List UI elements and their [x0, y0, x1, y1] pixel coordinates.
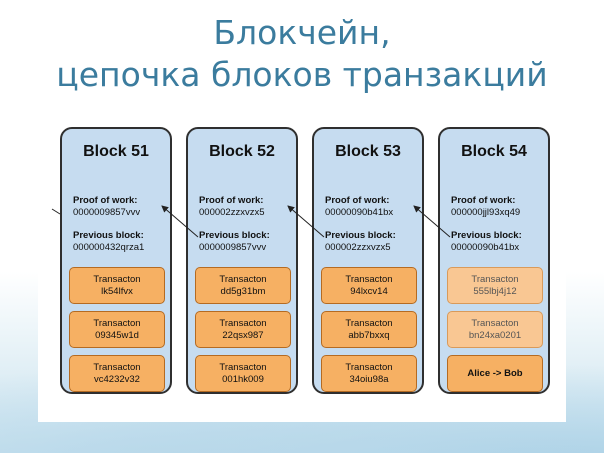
block-title: Block 52: [209, 143, 275, 160]
transaction-id: bn24xa0201: [468, 329, 522, 341]
transaction-label: Transacton: [345, 361, 393, 373]
transaction-box: Transacton 001hk009: [195, 355, 291, 392]
title-line-2: цепочка блоков транзакций: [56, 55, 548, 94]
transaction-label: Transacton: [471, 317, 519, 329]
previous-value: 0000009857vvv: [199, 242, 267, 253]
transaction-id: 22qsx987: [222, 329, 264, 341]
proof-label: Proof of work:: [325, 195, 390, 206]
proof-label: Proof of work:: [199, 195, 264, 206]
transaction-label: Transacton: [93, 361, 141, 373]
transaction-label: Transacton: [345, 317, 393, 329]
blockchain-diagram: Block 51 Proof of work: 0000009857vvv Pr…: [38, 111, 566, 422]
previous-label: Previous block:: [199, 230, 270, 241]
transaction-id: lk54lfvx: [101, 285, 133, 297]
transaction-label: Transacton: [345, 273, 393, 285]
transaction-box: Transacton lk54lfvx: [69, 267, 165, 304]
slide-title: Блокчейн, цепочка блоков транзакций: [0, 12, 604, 96]
transaction-label: Transacton: [93, 273, 141, 285]
proof-value: 000002zzxvzx5: [199, 207, 265, 218]
block-title: Block 51: [83, 143, 149, 160]
chain-arrow: [51, 208, 61, 215]
chain-arrows: [51, 205, 451, 238]
transaction-box: Transacton 555lbj4j12: [447, 267, 543, 304]
block-title: Block 54: [461, 143, 527, 160]
transaction-id: vc4232v32: [94, 373, 140, 385]
transaction-box: Transacton bn24xa0201: [447, 311, 543, 348]
block-52: Block 52 Proof of work: 000002zzxvzx5 Pr…: [186, 127, 298, 394]
transaction-label: Transacton: [93, 317, 141, 329]
proof-value: 0000009857vvv: [73, 207, 141, 218]
previous-label: Previous block:: [451, 230, 522, 241]
previous-value: 000002zzxvzx5: [325, 242, 391, 253]
chain-arrow: [413, 205, 451, 238]
transaction-label: Transacton: [219, 317, 267, 329]
transaction-box: Transacton 09345w1d: [69, 311, 165, 348]
transaction-label: Transacton: [219, 361, 267, 373]
title-line-1: Блокчейн,: [213, 13, 391, 52]
transaction-box: Transacton abb7bxxq: [321, 311, 417, 348]
transaction-id: 555lbj4j12: [473, 285, 517, 297]
proof-value: 000000jjl93xq49: [451, 207, 521, 218]
block-title: Block 53: [335, 143, 401, 160]
transaction-id: 001hk009: [222, 373, 264, 385]
transaction-id: dd5g31bm: [220, 285, 266, 297]
transaction-box: Transacton dd5g31bm: [195, 267, 291, 304]
transaction-box-alice-bob: Alice -> Bob: [447, 355, 543, 392]
transaction-id: 09345w1d: [95, 329, 139, 341]
chain-arrow: [287, 205, 325, 238]
previous-label: Previous block:: [325, 230, 396, 241]
block-53: Block 53 Proof of work: 00000090b41bx Pr…: [312, 127, 424, 394]
transaction-box: Transacton vc4232v32: [69, 355, 165, 392]
previous-value: 000000432qrza1: [73, 242, 145, 253]
transaction-id: abb7bxxq: [348, 329, 390, 341]
transaction-id: 34oiu98a: [349, 373, 389, 385]
transaction-label: Transacton: [471, 273, 519, 285]
transaction-id: 94lxcv14: [350, 285, 388, 297]
transaction-box: Transacton 94lxcv14: [321, 267, 417, 304]
block-54: Block 54 Proof of work: 000000jjl93xq49 …: [438, 127, 550, 394]
block-51: Block 51 Proof of work: 0000009857vvv Pr…: [60, 127, 172, 394]
transaction-box: Transacton 22qsx987: [195, 311, 291, 348]
previous-value: 00000090b41bx: [451, 242, 520, 253]
transaction-label: Alice -> Bob: [467, 367, 523, 379]
transaction-box: Transacton 34oiu98a: [321, 355, 417, 392]
proof-label: Proof of work:: [451, 195, 516, 206]
proof-label: Proof of work:: [73, 195, 138, 206]
previous-label: Previous block:: [73, 230, 144, 241]
chain-arrow: [161, 205, 199, 238]
transaction-label: Transacton: [219, 273, 267, 285]
proof-value: 00000090b41bx: [325, 207, 394, 218]
